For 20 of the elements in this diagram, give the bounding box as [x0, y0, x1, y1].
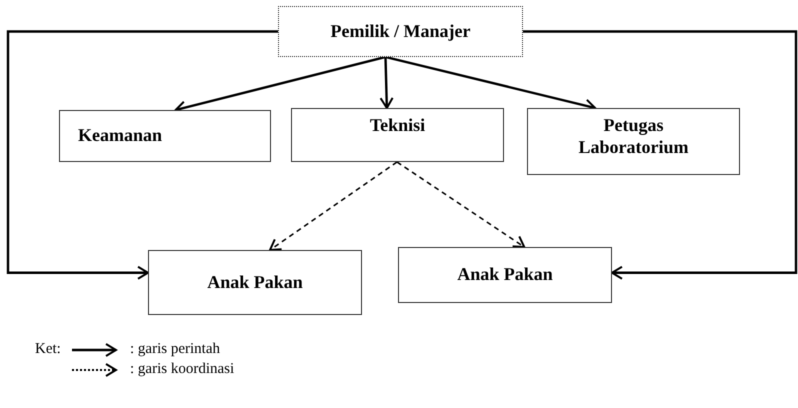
dashed-arrow — [268, 161, 398, 251]
role-label: Anak Pakan — [457, 264, 553, 286]
arrow — [523, 30, 798, 280]
role-label: Keamanan — [78, 125, 162, 147]
role-label: Pemilik / Manajer — [330, 20, 470, 42]
org-box — [398, 247, 612, 303]
role-label: Petugas Laboratorium — [578, 115, 690, 158]
legend-text: : garis koordinasi — [130, 361, 234, 378]
legend-text: : garis perintah — [130, 341, 220, 358]
legend-heading: Ket: — [35, 341, 61, 358]
role-label: Teknisi — [370, 115, 426, 137]
arrow — [380, 56, 394, 109]
org-box — [59, 110, 271, 162]
dashed-arrow — [396, 161, 526, 248]
org-box — [527, 108, 740, 175]
org-box — [291, 108, 504, 162]
arrow — [6, 30, 278, 280]
role-label: Anak Pakan — [207, 272, 303, 294]
org-box — [148, 250, 362, 315]
org-box — [278, 6, 523, 57]
